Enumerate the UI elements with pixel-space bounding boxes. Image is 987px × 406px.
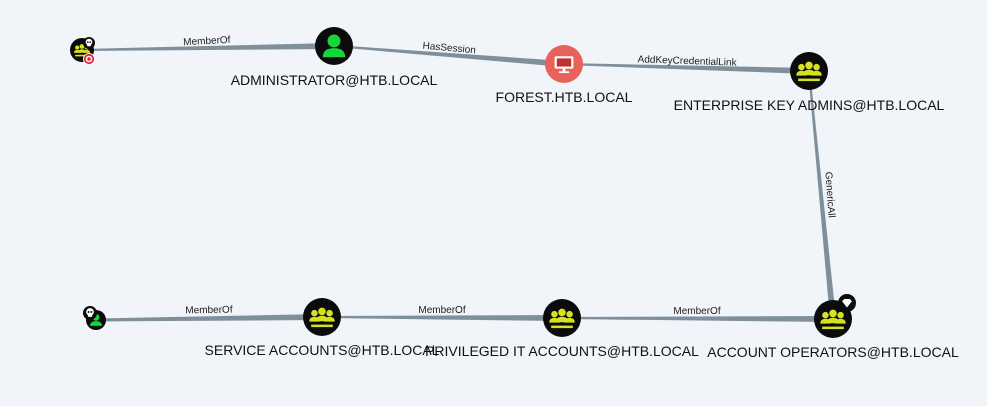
target-icon xyxy=(83,53,95,65)
node-enterprise-key-admins[interactable] xyxy=(790,52,828,90)
node-label-forest: FOREST.HTB.LOCAL xyxy=(496,89,633,105)
node-label-enterprise-key-admins: ENTERPRISE KEY ADMINS@HTB.LOCAL xyxy=(674,97,945,113)
edge-label: MemberOf xyxy=(418,305,465,316)
edge-label: MemberOf xyxy=(183,35,231,48)
node-forest[interactable] xyxy=(545,45,583,83)
edge-genericall-3[interactable] xyxy=(808,70,836,320)
high-value-icon xyxy=(838,294,856,312)
node-service-accounts[interactable] xyxy=(303,298,341,336)
node-owned-user[interactable] xyxy=(83,306,106,330)
node-labels-layer: ADMINISTRATOR@HTB.LOCAL FOREST.HTB.LOCAL E… xyxy=(205,72,959,360)
edge-label: MemberOf xyxy=(185,305,233,317)
edge-label: HasSession xyxy=(422,41,476,57)
edge-addkeycredentiallink-2[interactable] xyxy=(563,63,810,74)
nodes-layer xyxy=(70,27,856,338)
edge-memberof-6[interactable] xyxy=(561,316,834,322)
group-icon xyxy=(820,309,846,330)
computer-icon xyxy=(554,56,574,74)
group-icon xyxy=(549,308,575,329)
node-label-privileged-it: PRIVILEGED IT ACCOUNTS@HTB.LOCAL xyxy=(425,343,699,359)
edge-hassession-1[interactable] xyxy=(333,45,565,67)
edge-label: MemberOf xyxy=(673,306,720,317)
edge-label: AddKeyCredentialLink xyxy=(637,54,737,68)
node-privileged-it[interactable] xyxy=(543,299,581,337)
node-account-operators[interactable] xyxy=(814,294,856,338)
node-label-service-accounts: SERVICE ACCOUNTS@HTB.LOCAL xyxy=(205,342,440,358)
node-label-account-operators: ACCOUNT OPERATORS@HTB.LOCAL xyxy=(707,344,959,360)
edge-labels-layer: MemberOf HasSessionAddKeyCredentialLinkGe… xyxy=(183,35,837,317)
group-icon xyxy=(309,307,335,328)
group-icon xyxy=(796,61,822,82)
edge-memberof-4[interactable] xyxy=(95,314,323,322)
node-administrator[interactable] xyxy=(315,27,353,65)
node-label-administrator: ADMINISTRATOR@HTB.LOCAL xyxy=(231,72,438,88)
edges-layer xyxy=(81,43,836,322)
edge-label: GenericAll xyxy=(822,171,836,218)
owned-icon xyxy=(83,306,97,320)
edge-memberof-0[interactable] xyxy=(81,43,335,51)
user-icon xyxy=(322,34,346,58)
node-owned-group[interactable] xyxy=(70,37,95,65)
owned-icon xyxy=(83,37,95,49)
edge-memberof-5[interactable] xyxy=(321,315,563,321)
